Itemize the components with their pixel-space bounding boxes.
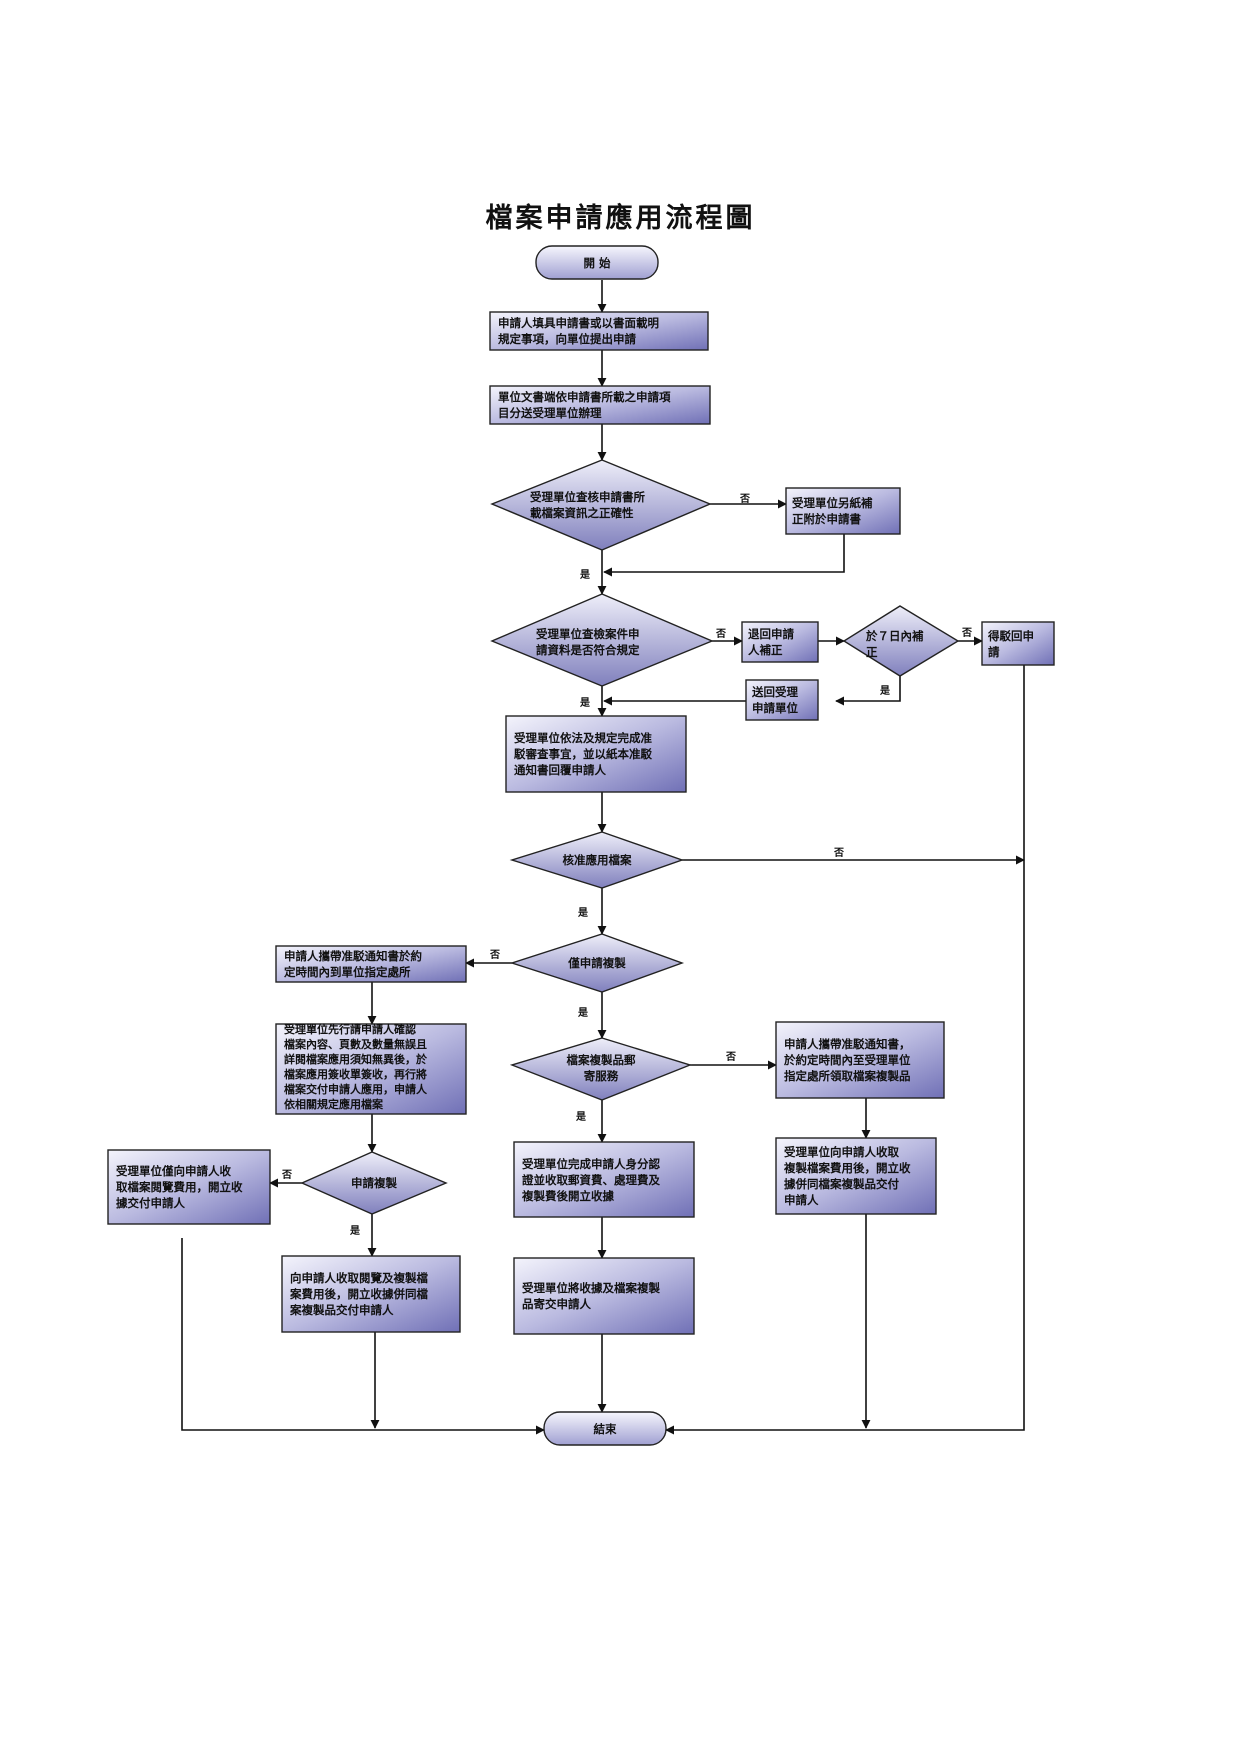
edge-label-yes: 是 <box>578 908 588 919</box>
node-start-label: 開 始 <box>583 256 611 270</box>
decision-copy-only <box>509 933 685 993</box>
edge-supplement-return <box>603 534 845 577</box>
decision-check-info <box>490 459 712 551</box>
node-review-label: 受理單位依法及規定完成准 駁審查事宜，並以紙本准駁 通知書回覆申請人 <box>514 731 652 777</box>
node-mail-label: 檔案複製品郵 寄服務 <box>566 1053 636 1083</box>
node-fee-copy-label: 受理單位向申請人收取 複製檔案費用後，開立收 據併同檔案複製品交付 申請人 <box>784 1145 911 1207</box>
process-fee-both <box>281 1255 461 1333</box>
edge-label-yes: 是 <box>578 1008 588 1019</box>
node-return-unit-label: 送回受理 申請單位 <box>752 685 798 715</box>
terminal-start <box>535 245 659 280</box>
edge-reject-end <box>665 665 1025 1435</box>
process-review <box>505 715 687 793</box>
node-end-label: 結束 <box>593 1422 617 1436</box>
edge-label-no: 否 <box>834 848 844 859</box>
edge-label-no: 否 <box>740 494 750 505</box>
node-return-fix-label: 退回申請 人補正 <box>748 627 794 657</box>
node-visit-label: 申請人攜帶准駁通知書於約 定時間內到單位指定處所 <box>284 949 422 979</box>
edge-label-no: 否 <box>282 1170 292 1181</box>
node-dispatch-label: 單位文書端依申請書所載之申請項 目分送受理單位辦理 <box>498 390 671 420</box>
edge-label-yes: 是 <box>880 686 890 697</box>
process-dispatch <box>489 385 711 425</box>
page-title: 檔案申請應用流程圖 <box>485 203 756 234</box>
decision-apply-copy <box>300 1151 448 1215</box>
edge-label-yes: 是 <box>580 570 590 581</box>
node-fee-view-label: 受理單位僅向申請人收 取檔案閱覽費用，開立收 據交付申請人 <box>116 1164 243 1210</box>
edge-label-no: 否 <box>716 629 726 640</box>
edge-fee-view-end <box>181 1238 545 1435</box>
edge-label-no: 否 <box>962 628 972 639</box>
decision-mail <box>509 1037 693 1101</box>
process-visit <box>275 945 467 983</box>
node-check-info-label: 受理單位查核申請書所 載檔案資訊之正確性 <box>530 490 645 520</box>
terminal-end <box>543 1411 667 1446</box>
node-supplement-label: 受理單位另紙補 正附於申請書 <box>792 496 873 526</box>
process-send <box>513 1257 695 1335</box>
node-check-docs-label: 受理單位查檢案件申 請資料是否符合規定 <box>536 627 640 657</box>
edge-label-yes: 是 <box>580 698 590 709</box>
edge-label-yes: 是 <box>350 1226 360 1237</box>
process-reject <box>981 621 1055 666</box>
process-apply <box>489 311 709 351</box>
decision-check-docs <box>490 593 714 687</box>
node-confirm-label: 受理單位先行請申請人確認 檔案內容、頁數及數量無誤且 詳閱檔案應用須知無異後，於… <box>284 1023 427 1111</box>
node-fix-7days-label: 於７日內補 正 <box>866 629 924 659</box>
process-return-unit <box>745 679 819 721</box>
process-return-fix <box>741 621 819 663</box>
edge-label-yes: 是 <box>576 1112 586 1123</box>
process-confirm <box>275 1023 467 1115</box>
edge-7days-yes <box>835 676 901 706</box>
edge-label-no: 否 <box>490 950 500 961</box>
node-approve-label: 核准應用檔案 <box>562 853 632 867</box>
node-verify-label: 受理單位完成申請人身分認 證並收取郵資費、處理費及 複製費後開立收據 <box>522 1157 660 1203</box>
node-pickup-label: 申請人攜帶准駁通知書， 於約定時間內至受理單位 指定處所領取檔案複製品 <box>784 1037 911 1083</box>
process-fee-view <box>107 1149 271 1225</box>
node-send-label: 受理單位將收據及檔案複製 品寄交申請人 <box>522 1281 660 1311</box>
node-copy-only-label: 僅申請複製 <box>568 956 626 970</box>
process-supplement <box>785 487 901 535</box>
edge-label-no: 否 <box>726 1052 736 1063</box>
node-reject-label: 得駁回申 請 <box>988 629 1034 659</box>
node-fee-both-label: 向申請人收取閱覽及複製檔 案費用後，開立收據併同檔 案複製品交付申請人 <box>290 1271 428 1317</box>
process-fee-copy <box>775 1137 937 1215</box>
node-apply-copy-label: 申請複製 <box>351 1176 397 1190</box>
process-pickup <box>775 1021 945 1099</box>
decision-approve <box>509 831 685 889</box>
node-apply-label: 申請人填具申請書或以書面載明 規定事項，向單位提出申請 <box>498 316 659 346</box>
decision-fix-7days <box>842 605 960 677</box>
process-verify <box>513 1141 695 1218</box>
